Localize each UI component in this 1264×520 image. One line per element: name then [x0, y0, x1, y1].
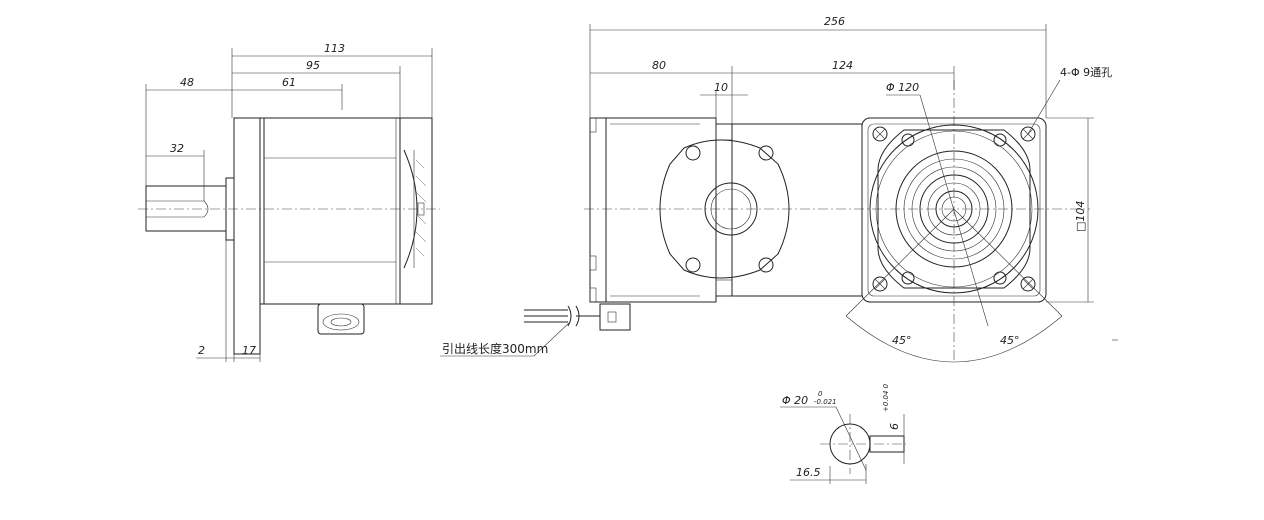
lead-wire: 引出线长度300mm: [440, 303, 631, 357]
dim-48: 48: [180, 76, 194, 89]
dim-61: 61: [282, 76, 296, 89]
rear-center-mark: [417, 202, 425, 216]
dim-32: 32: [170, 142, 184, 155]
dim-key-tol: +0.04 0: [882, 383, 890, 412]
dim-16-5: 16.5: [796, 466, 821, 479]
dim-key6: 6: [888, 423, 901, 430]
dim-sq104: □104: [1074, 201, 1087, 232]
shaft-key-end: [203, 200, 209, 218]
motor-end-cap: [589, 117, 607, 303]
lead-length-note: 引出线长度300mm: [442, 341, 548, 356]
key-section: [869, 435, 905, 453]
mounting-flange: [233, 117, 261, 355]
rear-cover-hatch: [415, 159, 427, 257]
dim-holes: 4-Φ 9通孔: [1060, 66, 1112, 79]
angle-45-right: 45°: [1000, 334, 1020, 347]
dim-2: 2: [198, 344, 205, 357]
gear-inner-flange: [877, 129, 1031, 289]
cable-gland: [317, 303, 365, 335]
flange-bolt-hole: [758, 145, 774, 161]
phi20-leader: [835, 406, 867, 471]
dim-tol-lower: -0.021: [814, 398, 837, 406]
dim-113: 113: [324, 42, 345, 55]
lead-leader: [440, 321, 571, 357]
flange-bolt-hole: [685, 145, 701, 161]
motor-body: [259, 117, 401, 305]
dim-80: 80: [652, 59, 666, 72]
flange-bolt-hole: [685, 257, 701, 273]
phi120-leader: [919, 94, 989, 327]
dim-256: 256: [824, 15, 845, 28]
flange-center-bore: [704, 182, 758, 236]
angle-arc: [845, 315, 1063, 363]
gear-housing: [731, 123, 863, 297]
front-view: 45° 45° 256 80 124 10 Φ 120 4-Φ 9通孔 □104: [584, 15, 1118, 363]
side-view: 113 95 61 48 32 2 17: [138, 42, 440, 362]
dim-95: 95: [306, 59, 320, 72]
corner-holes: [872, 126, 1036, 292]
shaft-detail: 6 +0.04 0 Φ 20 0 -0.021 16.5: [780, 383, 906, 484]
dim-17: 17: [242, 344, 256, 357]
rear-cover: [399, 117, 433, 305]
dim-tol-upper: 0: [818, 390, 823, 398]
rear-cover-dome: [403, 149, 418, 269]
dim-phi120: Φ 120: [886, 81, 919, 94]
holes-leader: [1027, 79, 1061, 135]
motor-flange-profile: [659, 139, 790, 279]
angle-45-left: 45°: [892, 334, 912, 347]
dim-124: 124: [832, 59, 853, 72]
cable-connector: [599, 303, 631, 331]
inner-bolt-holes: [901, 133, 1007, 285]
dim-phi20: Φ 20: [782, 394, 808, 407]
motor-housing: [605, 117, 717, 303]
dim-10: 10: [714, 81, 728, 94]
adapter-ring: [715, 123, 733, 297]
output-shaft: [145, 185, 227, 232]
flange-bolt-hole: [758, 257, 774, 273]
